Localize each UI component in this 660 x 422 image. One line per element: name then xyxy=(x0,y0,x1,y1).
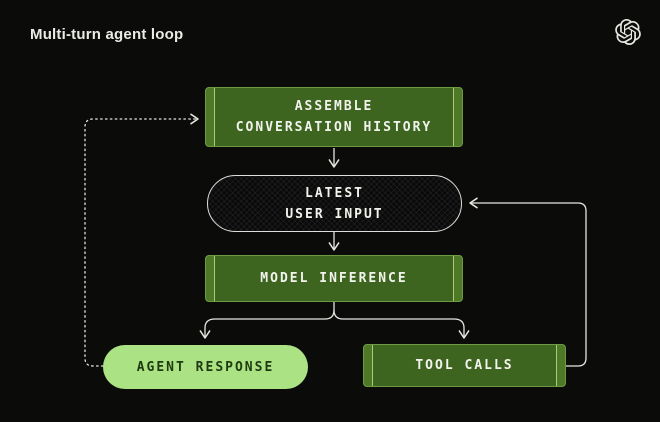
node-model-inference: MODEL INFERENCE xyxy=(205,255,463,302)
edge-model-to-tool xyxy=(333,309,470,339)
node-tool-calls: TOOL CALLS xyxy=(363,344,566,387)
node-latest-user-input: LATEST USER INPUT xyxy=(207,175,462,232)
node-label: CONVERSATION HISTORY xyxy=(235,120,433,135)
edge-model-to-agent xyxy=(199,309,335,339)
node-label: LATEST xyxy=(305,185,364,201)
node-label: USER INPUT xyxy=(285,206,384,222)
node-label: ASSEMBLE xyxy=(294,99,374,114)
node-label: AGENT RESPONSE xyxy=(136,359,275,375)
page-title: Multi-turn agent loop xyxy=(30,26,184,43)
node-agent-response: AGENT RESPONSE xyxy=(103,345,308,389)
edge-agent-to-assemble-dotted xyxy=(84,113,199,367)
openai-logo-icon xyxy=(615,19,641,46)
edge-tool-to-input xyxy=(469,197,587,367)
node-label: TOOL CALLS xyxy=(415,358,514,373)
node-label: MODEL INFERENCE xyxy=(260,271,408,286)
node-assemble-conversation-history: ASSEMBLE CONVERSATION HISTORY xyxy=(205,87,463,147)
